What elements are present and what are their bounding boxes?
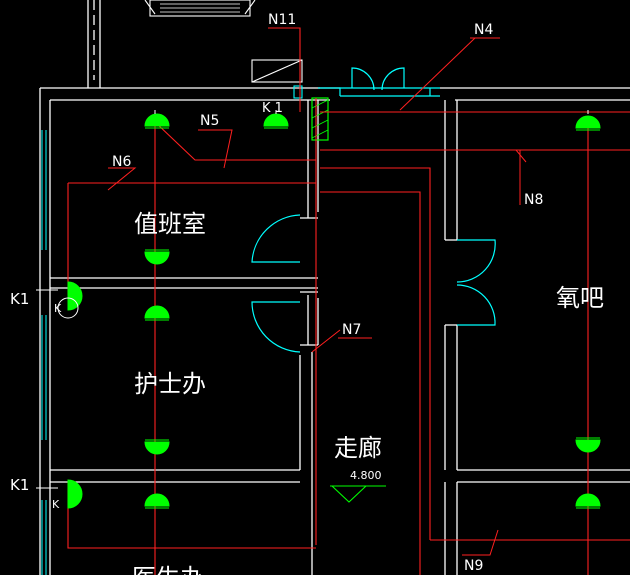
top-ac-edges — [144, 0, 256, 15]
label-n6: N6 — [112, 154, 131, 170]
top-ac-grille — [160, 3, 240, 13]
oxygen-door-lower — [456, 284, 496, 326]
distribution-box — [311, 97, 329, 141]
lower-right-west-wall — [444, 482, 458, 575]
lamp-wall-k1-a — [67, 281, 83, 311]
room-label-bottom: 医生办 — [132, 564, 204, 575]
leader-n7 — [311, 329, 372, 353]
label-leaders — [107, 37, 527, 556]
lamp-nurse-1 — [144, 305, 170, 321]
lamp-duty-1 — [144, 113, 170, 129]
window-nurse-office — [41, 315, 47, 440]
wire-n11-leader — [268, 27, 301, 88]
distribution-box-hatch — [311, 99, 329, 139]
room-label-oxygen: 氧吧 — [556, 284, 604, 312]
door-jambs-left — [300, 217, 318, 346]
label-k1-left-a: K1 — [10, 290, 29, 308]
label-k1-left-b: K1 — [10, 476, 29, 494]
left-outer-wall — [39, 88, 51, 575]
entrance-door-jamb — [318, 87, 431, 96]
doors — [251, 214, 496, 353]
lamp-lower-1 — [144, 493, 170, 509]
panel-box — [251, 59, 303, 83]
switch-k1-top — [293, 85, 303, 99]
label-n5: N5 — [200, 113, 219, 129]
entrance-double-door — [318, 67, 440, 97]
partition-duty-nurse — [50, 277, 318, 289]
walls — [39, 0, 630, 575]
wire-n5 — [154, 121, 316, 161]
lamp-oxygen-1 — [575, 115, 601, 131]
partition-nurse-lower — [50, 469, 300, 483]
window-lower-room — [41, 500, 47, 575]
window-duty-room — [41, 130, 47, 250]
top-equipment — [144, 0, 303, 99]
leader-n8 — [515, 149, 527, 205]
entrance-door-leaf-right — [381, 67, 405, 91]
entrance-door-frame — [340, 87, 440, 97]
wire-n7-right — [320, 167, 431, 540]
wire-lower-left — [67, 482, 316, 549]
leader-n9 — [462, 529, 499, 556]
wall-socket-circle — [57, 297, 79, 319]
oxygen-door-jambs — [445, 239, 457, 326]
lamp-nurse-2 — [144, 439, 170, 455]
leader-n6 — [107, 167, 137, 191]
lamp-duty-2 — [144, 249, 170, 265]
lamp-duty-corner — [263, 113, 289, 129]
label-k-left-b: K — [52, 498, 60, 511]
elevation-value: 4.800 — [350, 469, 382, 482]
annotation-labels: N11 N4 N5 N6 N7 N8 N9 K 1 K1 K K1 K — [10, 12, 543, 574]
oxygen-west-wall-a — [444, 100, 458, 240]
leader-n4 — [399, 37, 500, 111]
oxygen-top-wall — [440, 87, 630, 101]
label-n4: N4 — [474, 22, 493, 38]
lamps — [67, 113, 601, 509]
label-n7: N7 — [342, 322, 361, 338]
oxygen-door-upper — [456, 239, 496, 283]
elevation-triangle — [330, 485, 386, 503]
outer-top-wall — [40, 87, 320, 101]
label-n8: N8 — [524, 192, 543, 208]
panel-box-diagonal — [251, 59, 303, 83]
oxygen-west-wall-b — [444, 325, 458, 470]
label-k-left-a: K — [54, 302, 62, 315]
top-duct-wall — [87, 0, 101, 88]
left-rooms-east-wall-c — [299, 352, 313, 575]
k1-wall-leaders — [36, 289, 58, 489]
wiring — [67, 27, 630, 575]
label-k1-top: K 1 — [262, 101, 283, 116]
elevation-marker — [330, 485, 386, 503]
room-label-corridor: 走廊 — [334, 434, 382, 462]
lamp-oxygen-3 — [575, 493, 601, 509]
room-labels: 值班室 护士办 氧吧 走廊 医生办 4.800 — [132, 210, 604, 575]
lamp-stems-top — [154, 110, 589, 114]
duty-room-door — [251, 214, 301, 263]
lamp-oxygen-2 — [575, 437, 601, 453]
label-n9: N9 — [464, 558, 483, 574]
nurse-office-door — [251, 301, 301, 353]
left-rooms-east-wall-a — [307, 100, 319, 218]
label-n11: N11 — [268, 12, 296, 28]
leader-n5 — [198, 129, 233, 169]
wire-n7-down — [320, 191, 421, 575]
top-ac-unit — [149, 0, 251, 17]
lamp-bases — [36, 110, 589, 489]
lamp-wall-k1-b — [67, 479, 83, 509]
room-label-nurse: 护士办 — [134, 370, 206, 398]
entrance-door-leaf-left — [351, 67, 375, 91]
left-windows — [41, 130, 47, 575]
distribution-box-frame — [311, 97, 329, 141]
oxygen-bottom-wall — [457, 469, 630, 483]
room-label-duty: 值班室 — [134, 210, 206, 238]
left-rooms-east-wall-b — [307, 295, 319, 345]
